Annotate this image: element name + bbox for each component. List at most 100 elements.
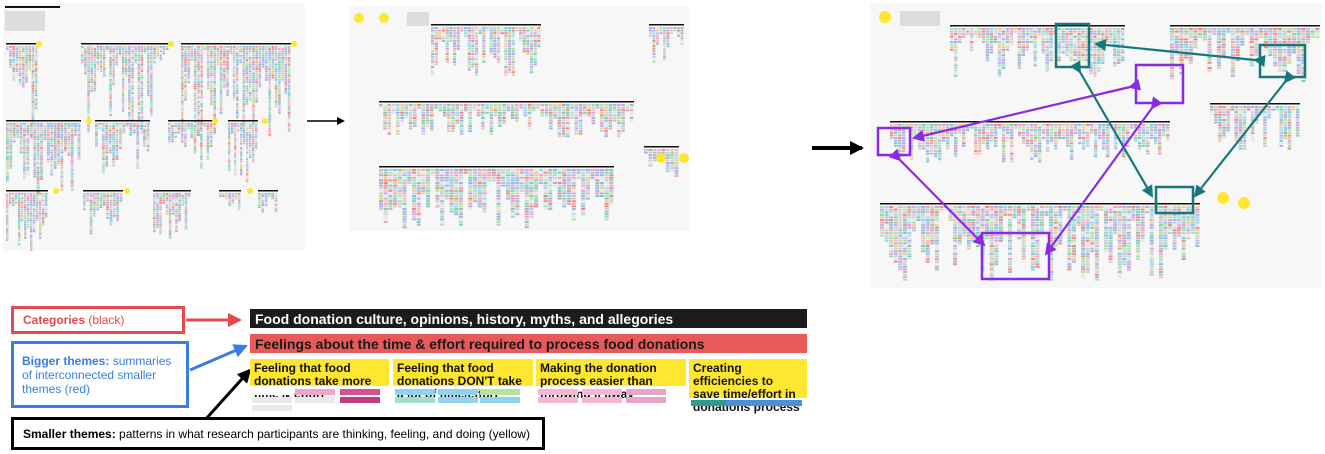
sticky-note-mini [239, 61, 242, 64]
sticky-note-mini [467, 68, 471, 71]
sticky-note-mini [496, 210, 501, 213]
sticky-note-mini [533, 53, 537, 55]
sticky-note-mini [226, 65, 229, 68]
sticky-note-mini [482, 184, 487, 187]
sticky-note-mini [278, 90, 281, 92]
sticky-note-mini [200, 68, 203, 70]
sticky-note-mini [252, 116, 255, 119]
sticky-note-mini [234, 129, 237, 132]
sticky-note-mini [50, 164, 54, 167]
sticky-note-mini [147, 87, 150, 90]
sticky-note-mini [184, 210, 188, 213]
sticky-note-mini [24, 219, 27, 222]
sticky-note-mini [226, 59, 229, 61]
sticky-note-mini [287, 70, 291, 72]
sticky-note-mini [26, 151, 30, 154]
sticky-note-mini [16, 131, 19, 134]
sticky-note-mini [1009, 38, 1014, 41]
sticky-note-mini [456, 42, 460, 45]
sticky-note-mini [219, 72, 223, 75]
sticky-note-mini [109, 54, 112, 57]
sticky-note-mini [6, 136, 9, 138]
sticky-note-mini [548, 169, 553, 171]
sticky-note-mini [153, 212, 156, 215]
sticky-note-mini [248, 48, 252, 50]
sticky-note-mini [210, 74, 213, 77]
sticky-note-mini [408, 109, 413, 112]
sticky-note-mini [193, 48, 197, 50]
sticky-note-mini [96, 68, 100, 70]
sticky-note-mini [591, 117, 596, 119]
sticky-note-mini [96, 206, 99, 208]
sticky-note-mini [137, 70, 141, 72]
sticky-note-mini [39, 230, 42, 233]
sticky-note-mini [1093, 48, 1097, 51]
sticky-note-mini [529, 200, 534, 203]
sticky-note-mini [193, 114, 197, 116]
sticky-note-mini [210, 92, 213, 94]
sticky-note-mini [505, 179, 510, 182]
sticky-note-mini [583, 104, 587, 106]
sticky-note-mini [502, 119, 506, 122]
sticky-note-mini [23, 147, 26, 149]
sticky-note-mini [242, 76, 246, 79]
sticky-note-mini [112, 127, 115, 130]
sticky-note-mini [140, 50, 144, 53]
sticky-note-mini [109, 85, 112, 88]
sticky-note-mini [128, 57, 131, 59]
sticky-note-mini [18, 83, 22, 86]
sticky-note-mini [434, 58, 438, 61]
sticky-note-mini [83, 201, 86, 204]
sticky-note-mini [210, 63, 213, 66]
sticky-note-mini [89, 228, 93, 230]
sticky-note-mini [1033, 43, 1037, 46]
sticky-note-mini [50, 129, 54, 132]
sticky-note-mini [90, 70, 93, 72]
sticky-note-mini [529, 176, 534, 179]
sticky-note-mini [193, 68, 197, 70]
sticky-note-mini [213, 85, 216, 88]
sticky-note-mini [9, 204, 12, 206]
sticky-note-mini [156, 219, 159, 222]
sticky-note-mini [197, 65, 200, 68]
sticky-note-mini [1073, 51, 1077, 54]
sticky-note-mini [210, 85, 213, 88]
sticky-note-mini [1009, 43, 1014, 46]
sticky-note-mini [1033, 48, 1037, 51]
sticky-note-mini [543, 205, 548, 208]
sticky-note-mini [557, 174, 562, 177]
sticky-note-mini [74, 134, 77, 136]
sticky-note-mini [402, 184, 407, 187]
sticky-note-mini [193, 147, 197, 149]
sticky-note-mini [402, 169, 407, 171]
sticky-note-mini [252, 140, 255, 143]
sticky-note-mini [168, 123, 171, 125]
sticky-note-mini [39, 201, 42, 204]
sticky-note-mini [196, 131, 200, 134]
sticky-note-mini [109, 83, 112, 86]
sticky-note-mini [581, 189, 586, 192]
sticky-note-mini [33, 156, 37, 158]
sticky-note-mini [458, 213, 463, 216]
sticky-note-mini [168, 127, 171, 130]
sticky-note-mini [31, 61, 35, 64]
sticky-note-mini [496, 202, 501, 205]
sticky-note-mini [197, 114, 200, 116]
sticky-note-mini [617, 135, 621, 138]
sticky-note-mini [87, 83, 90, 86]
sticky-note-mini [511, 63, 515, 66]
sticky-note-mini [451, 104, 455, 106]
sticky-note-mini [271, 65, 275, 68]
sticky-note-mini [200, 127, 203, 130]
sticky-note-mini [261, 206, 264, 208]
sticky-note-mini [1001, 59, 1006, 62]
sticky-note-mini [268, 109, 271, 112]
sticky-note-mini [404, 117, 409, 119]
sticky-note-mini [652, 60, 656, 63]
sticky-note-mini [9, 167, 13, 169]
sticky-note-mini [1077, 30, 1081, 33]
sticky-note-mini [116, 215, 119, 217]
sticky-note-mini [24, 232, 27, 235]
sticky-note-mini [240, 162, 243, 165]
sticky-note-mini [109, 112, 112, 114]
